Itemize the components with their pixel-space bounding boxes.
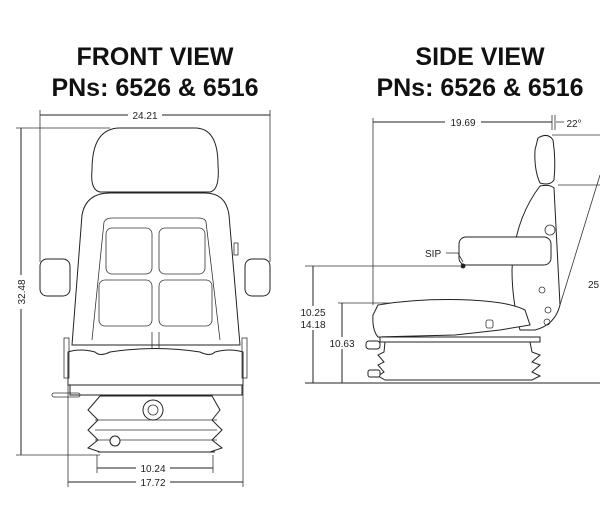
dim-seat-height: 10.63 xyxy=(329,339,354,350)
side-view-heading: SIDE VIEW xyxy=(415,43,545,71)
side-armrest xyxy=(458,236,552,266)
backrest xyxy=(71,192,241,346)
side-view-title: SIDE VIEW PNs: 6526 & 6516 xyxy=(360,42,600,104)
side-headrest xyxy=(534,134,556,185)
right-armrest xyxy=(244,258,271,297)
weight-adjust-knob xyxy=(109,435,121,447)
side-view-drawing: 19.69 22° 25 SIP 10.25 14.18 10.63 xyxy=(298,115,600,384)
seat-cushion xyxy=(67,348,244,386)
dim-overall-width: 24.21 xyxy=(132,111,157,122)
side-suspension-bellows xyxy=(377,341,542,381)
dim-base-outer-width: 17.72 xyxy=(140,478,165,489)
sip-label: SIP xyxy=(425,249,441,260)
side-view-part-numbers: PNs: 6526 & 6516 xyxy=(376,74,584,102)
dim-base-inner-width: 10.24 xyxy=(140,464,165,475)
dim-sip-height-max: 14.18 xyxy=(300,320,325,331)
dim-overall-height: 32.48 xyxy=(17,279,28,304)
front-view-part-numbers: PNs: 6526 & 6516 xyxy=(51,74,259,102)
front-view-drawing: 24.21 32.48 10.24 xyxy=(14,109,271,489)
dim-depth: 19.69 xyxy=(450,118,475,129)
height-adjust-knob xyxy=(142,399,164,421)
headrest xyxy=(91,127,219,193)
left-armrest xyxy=(39,258,71,297)
front-view-heading: FRONT VIEW xyxy=(76,43,234,71)
base-plate xyxy=(69,384,243,396)
front-view-title: FRONT VIEW PNs: 6526 & 6516 xyxy=(20,42,290,104)
dim-sip-height-min: 10.25 xyxy=(300,308,325,319)
dim-backrest-partial: 25 xyxy=(588,280,600,291)
dim-recline-angle: 22° xyxy=(566,119,581,130)
sip-point xyxy=(460,263,466,269)
side-seat-cushion xyxy=(372,299,531,338)
